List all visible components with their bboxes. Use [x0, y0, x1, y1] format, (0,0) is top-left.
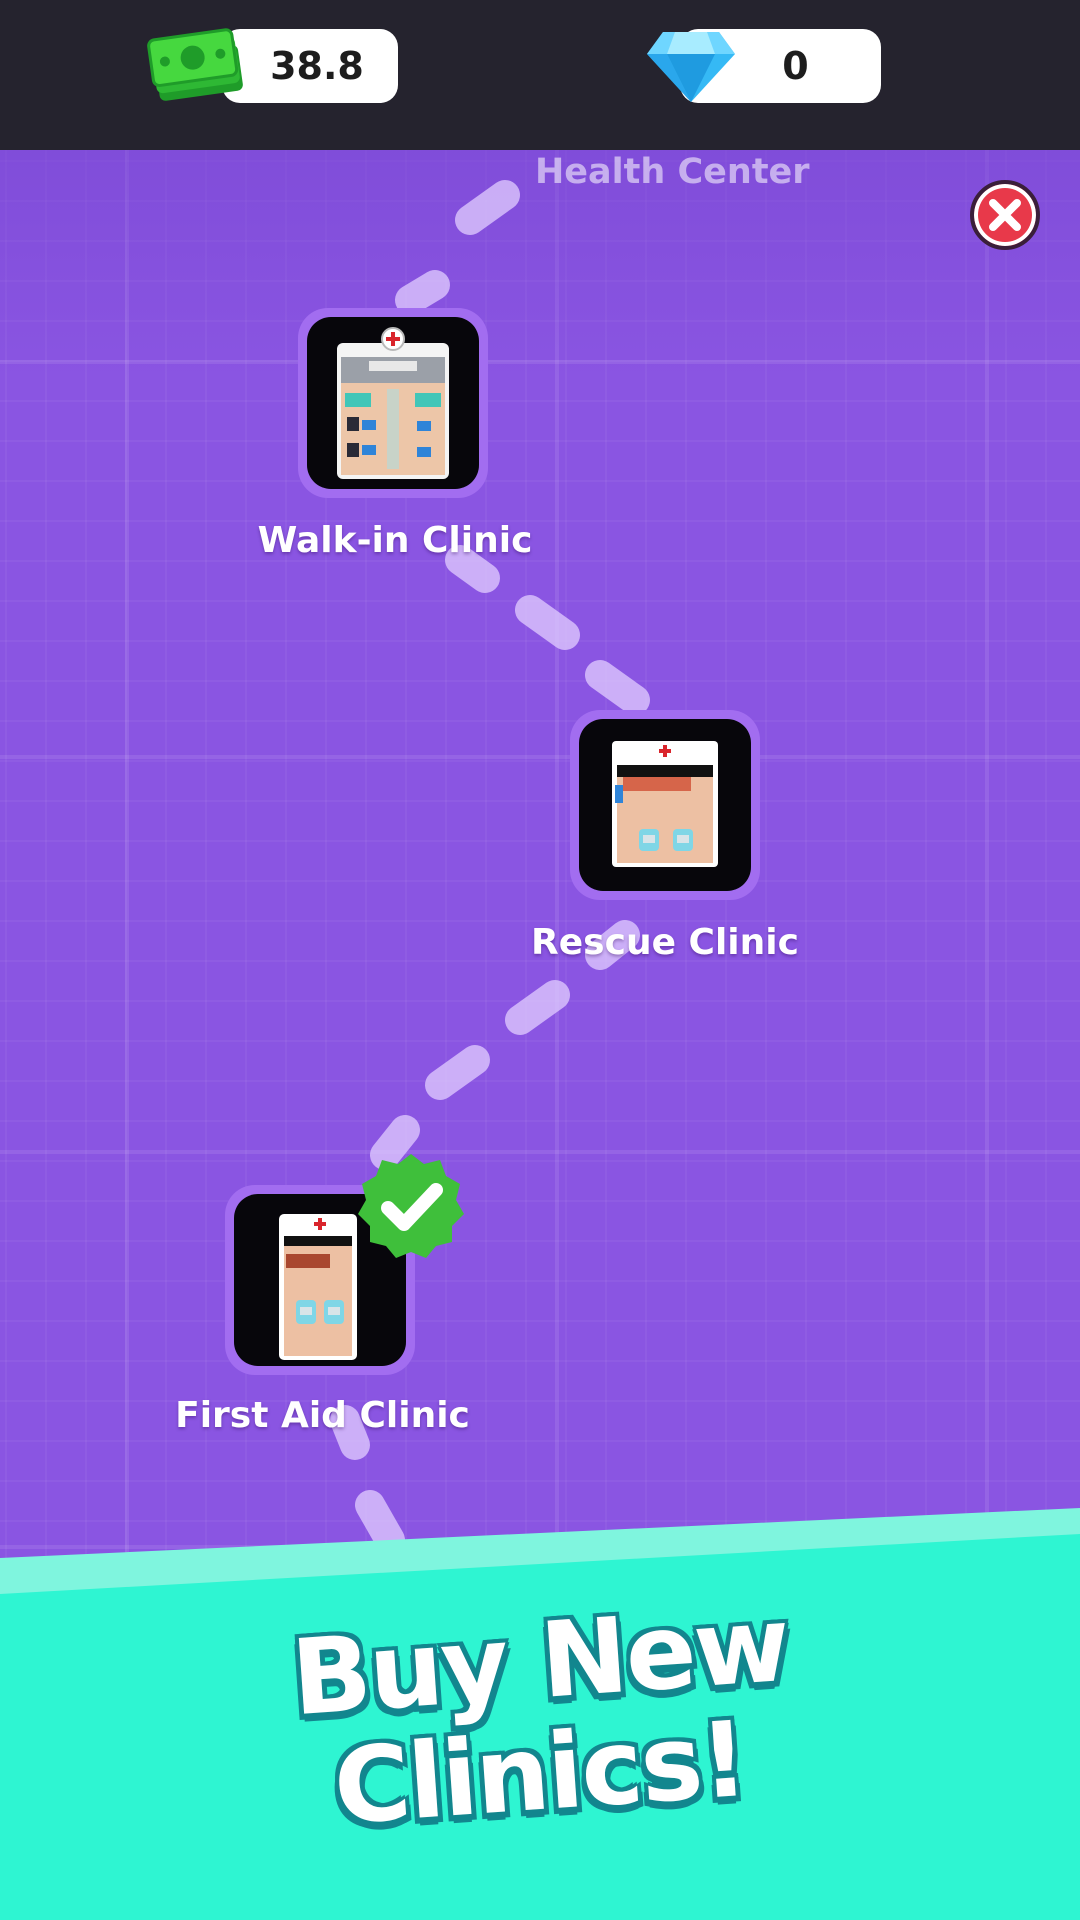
- first-aid-clinic-icon: [279, 1214, 357, 1360]
- close-icon: [989, 199, 1021, 231]
- clinic-node-walk-in[interactable]: [298, 308, 488, 498]
- rescue-clinic-icon: [612, 741, 718, 867]
- clinic-thumbnail-rescue: [579, 719, 751, 891]
- clinic-map[interactable]: [0, 150, 1080, 1570]
- cash-amount: 38.8: [270, 44, 364, 88]
- promo-banner[interactable]: Buy New Clinics!: [0, 1500, 1080, 1920]
- route-path: [330, 180, 650, 1555]
- currency-bar: 38.8 0: [0, 0, 1080, 150]
- clinic-label-walk-in: Walk-in Clinic: [257, 520, 533, 561]
- clinic-label-health-center: Health Center: [535, 152, 810, 192]
- cash-counter[interactable]: 38.8: [222, 29, 398, 103]
- close-button[interactable]: [970, 180, 1040, 250]
- gem-amount: 0: [782, 44, 809, 88]
- banner-background: [0, 1508, 1080, 1920]
- checkmark-icon: [358, 1154, 464, 1258]
- clinic-thumbnail-first-aid: [234, 1194, 406, 1366]
- clinic-thumbnail-walk-in: [307, 317, 479, 489]
- clinic-node-rescue[interactable]: [570, 710, 760, 900]
- clinic-node-first-aid[interactable]: [225, 1185, 415, 1375]
- walk-in-clinic-icon: [337, 327, 449, 479]
- clinic-label-first-aid: First Aid Clinic: [175, 1395, 470, 1436]
- diamond-icon: [647, 32, 735, 102]
- clinic-label-rescue: Rescue Clinic: [531, 922, 799, 963]
- map-top-fade: [0, 150, 1080, 380]
- cash-stack-icon: [147, 28, 243, 101]
